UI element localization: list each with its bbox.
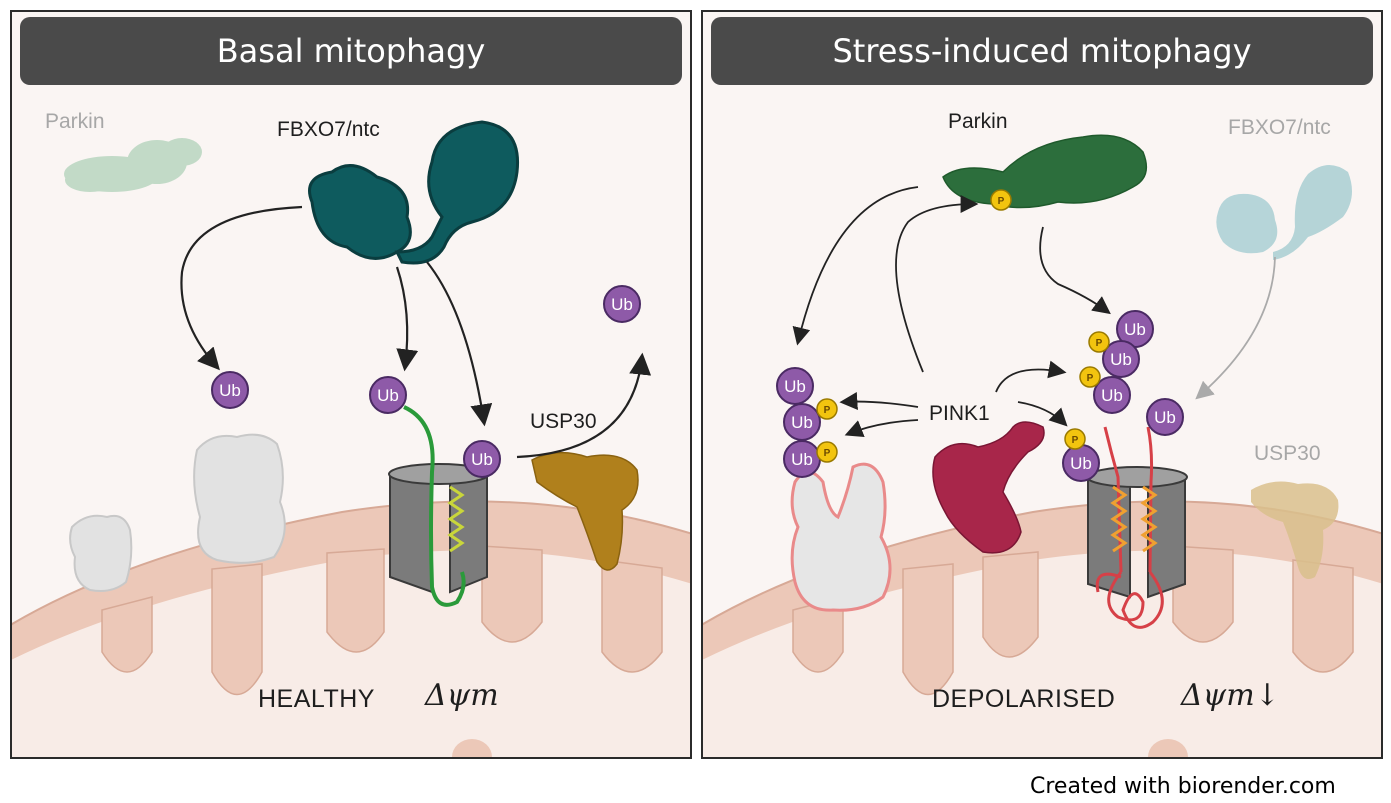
ubiquitin-group-left: Ub Ub Ub Ub: [211, 285, 641, 478]
membrane-potential-label: Δψm: [425, 678, 499, 713]
fbxo7-label: FBXO7/ntc: [1228, 116, 1331, 139]
svg-text:Ub: Ub: [611, 295, 633, 314]
basal-mitophagy-panel: Ub Ub Ub Ub Basal mitophagy Parkin FBXO7…: [10, 10, 692, 759]
parkin-protein: [942, 134, 1148, 209]
svg-text:Ub: Ub: [1110, 350, 1132, 369]
phospho-group-parkin: P: [990, 189, 1012, 211]
svg-text:Ub: Ub: [471, 450, 493, 469]
svg-text:P: P: [998, 196, 1005, 207]
fbxo7-label: FBXO7/ntc: [277, 118, 380, 141]
svg-text:Ub: Ub: [1101, 386, 1123, 405]
svg-text:Ub: Ub: [791, 413, 813, 432]
faded-fbxo7-arrow: [1195, 256, 1276, 400]
svg-text:Ub: Ub: [1124, 320, 1146, 339]
depolarised-state-label: DEPOLARISED: [932, 685, 1116, 713]
parkin-faded-protein: [64, 138, 202, 192]
svg-text:P: P: [824, 405, 831, 416]
svg-text:Ub: Ub: [791, 450, 813, 469]
pink1-label: PINK1: [929, 402, 990, 425]
ubiquitin-chain-left: Ub Ub Ub P P: [776, 367, 838, 478]
fbxo7-protein: [308, 120, 520, 265]
svg-text:Ub: Ub: [377, 386, 399, 405]
svg-text:P: P: [1072, 435, 1079, 446]
pink1-protein: [932, 421, 1045, 554]
panel-title-basal: Basal mitophagy: [20, 17, 682, 85]
mitochondrion: [12, 500, 690, 757]
svg-text:Ub: Ub: [784, 377, 806, 396]
basal-diagram: Ub Ub Ub Ub: [12, 120, 690, 757]
usp30-label: USP30: [530, 410, 597, 433]
ubiquitin-chain-right: Ub Ub Ub Ub Ub P P P: [1062, 310, 1184, 482]
usp30-faded-protein: [1251, 481, 1339, 580]
biorender-credit: Created with biorender.com: [1030, 774, 1336, 799]
svg-text:P: P: [1087, 373, 1094, 384]
svg-text:Ub: Ub: [219, 381, 241, 400]
svg-text:Ub: Ub: [1154, 408, 1176, 427]
tom-complex-left: [69, 433, 286, 592]
usp30-label: USP30: [1254, 442, 1321, 465]
membrane-potential-label: Δψm↓: [1181, 678, 1280, 713]
panel-title-stress: Stress-induced mitophagy: [711, 17, 1373, 85]
parkin-label: Parkin: [45, 110, 105, 133]
stress-induced-mitophagy-panel: P: [701, 10, 1383, 759]
svg-text:P: P: [824, 448, 831, 459]
svg-text:P: P: [1096, 338, 1103, 349]
arrows-left: [180, 205, 652, 459]
arrows-right: [792, 186, 1111, 438]
tom-complex-right: [790, 462, 892, 612]
tom40-pore-right: [1086, 426, 1188, 629]
stress-diagram: P: [703, 134, 1381, 757]
fbxo7-faded-protein: [1216, 164, 1352, 260]
parkin-label: Parkin: [948, 110, 1008, 133]
usp30-protein: [531, 451, 639, 571]
svg-text:Ub: Ub: [1070, 454, 1092, 473]
healthy-state-label: HEALTHY: [258, 685, 375, 713]
